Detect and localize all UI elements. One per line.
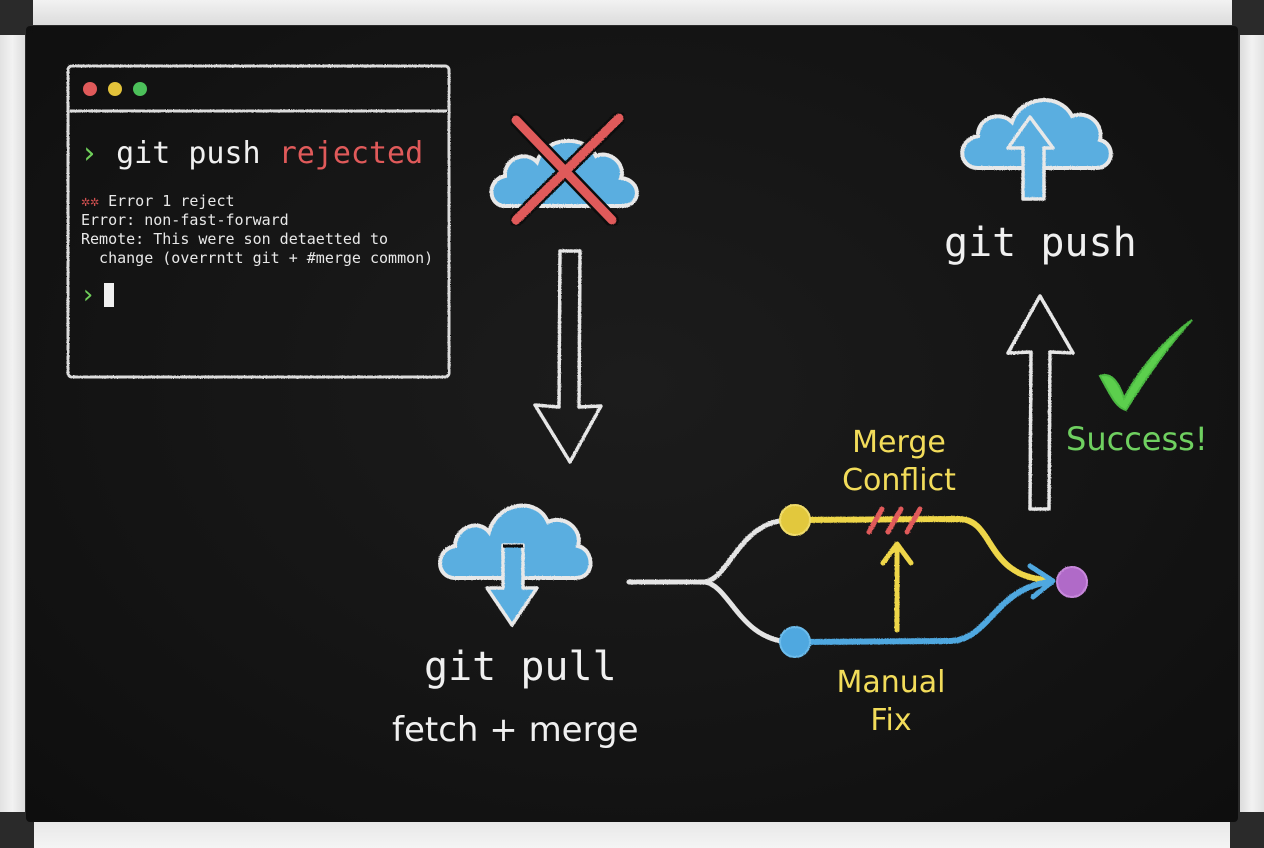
board-frame-right bbox=[1240, 35, 1264, 812]
window-maximize-dot bbox=[133, 82, 147, 96]
git-push-label: git push bbox=[944, 220, 1137, 266]
commit-blue bbox=[779, 626, 811, 658]
board-frame-top bbox=[33, 0, 1232, 25]
terminal-output-line: ✲✲ Error 1 reject bbox=[81, 192, 235, 210]
fix-arrow-icon bbox=[880, 541, 914, 633]
manual-fix-label: Manual Fix bbox=[836, 665, 946, 738]
prompt-symbol: › bbox=[80, 136, 99, 171]
base-branch-split bbox=[702, 579, 793, 645]
merge-arrowhead bbox=[1027, 563, 1056, 600]
cloud-download-icon bbox=[438, 503, 593, 627]
terminal-status-rejected: rejected bbox=[278, 136, 424, 171]
text-cursor bbox=[103, 283, 114, 307]
main-branch-blue bbox=[792, 579, 1053, 645]
terminal-output-line: Remote: This were son detaetted to bbox=[81, 230, 389, 248]
feature-branch-yellow bbox=[792, 515, 1053, 583]
success-label: Success! bbox=[1066, 420, 1208, 458]
conflict-marks-icon bbox=[866, 506, 923, 535]
window-close-dot bbox=[83, 82, 97, 96]
terminal-window bbox=[66, 64, 451, 379]
prompt-symbol: › bbox=[80, 280, 96, 310]
cloud-upload-icon bbox=[960, 98, 1113, 201]
merge-commit-purple bbox=[1056, 566, 1088, 598]
terminal-output-line: Error: non-fast-forward bbox=[81, 211, 289, 229]
terminal-output-line: change (overrntt git + #merge common) bbox=[81, 249, 434, 267]
merge-branch-diagram bbox=[626, 504, 1088, 658]
commit-yellow bbox=[779, 504, 811, 536]
reject-x-icon bbox=[509, 111, 626, 227]
down-arrow-icon bbox=[533, 249, 603, 464]
merge-conflict-label: Merge Conflict bbox=[842, 425, 956, 498]
git-pull-label: git pull bbox=[424, 644, 617, 690]
terminal-command-line: › git push rejected bbox=[80, 136, 423, 171]
checkmark-icon bbox=[1098, 319, 1193, 412]
fetch-merge-label: fetch + merge bbox=[392, 710, 639, 750]
base-branch-line bbox=[626, 517, 793, 585]
terminal-input-prompt: › bbox=[80, 280, 114, 310]
window-minimize-dot bbox=[108, 82, 122, 96]
up-arrow-icon bbox=[1006, 294, 1075, 511]
error-marker-icon: ✲✲ bbox=[81, 192, 100, 210]
terminal-command: git push bbox=[116, 136, 261, 171]
board-frame-bottom bbox=[34, 822, 1230, 848]
board-frame-left bbox=[0, 35, 25, 812]
